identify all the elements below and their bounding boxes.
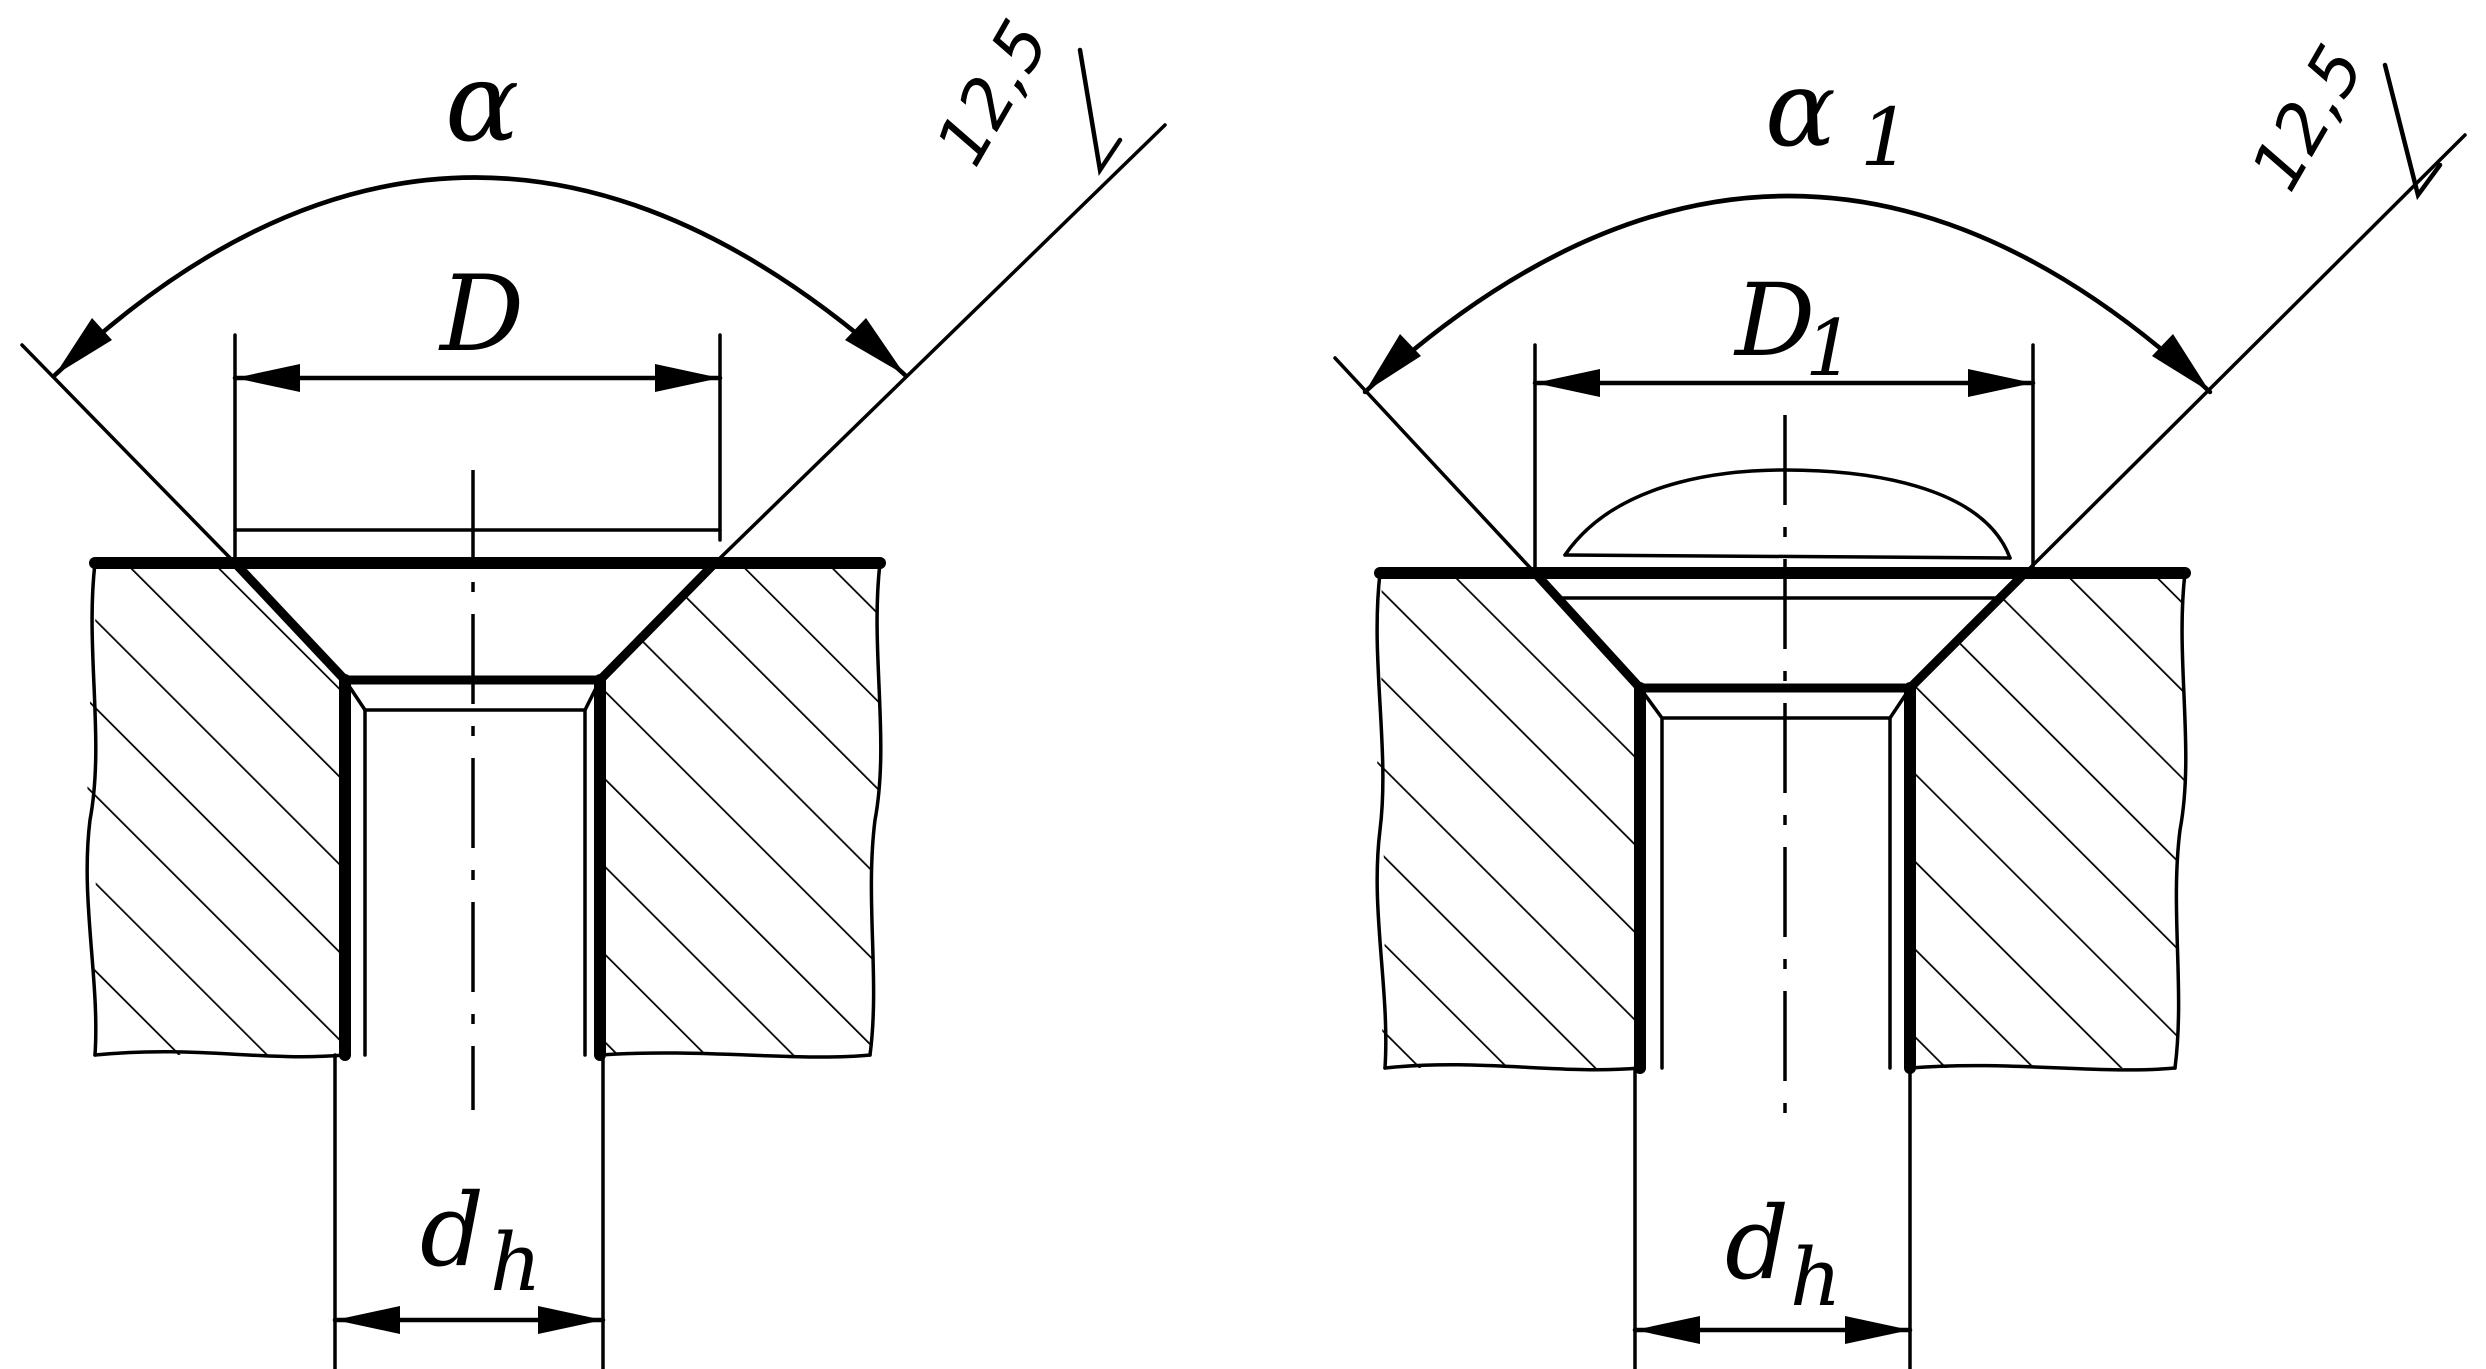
right-cone-extension-right — [2023, 133, 2467, 575]
left-alpha-label: α — [445, 38, 519, 166]
left-break-line-right — [868, 561, 883, 1057]
right-cone-extension-left — [1333, 356, 1537, 575]
left-roughness-symbol — [1077, 47, 1123, 176]
left-dh-arrow-right — [538, 1306, 603, 1334]
left-cone-extension-right — [713, 123, 1167, 565]
right-countersink-cone — [1530, 568, 2030, 693]
right-d1-arrow-left — [1535, 369, 1600, 397]
right-alpha1-arrow-right — [2152, 334, 2210, 392]
left-dh-arrow-left — [335, 1306, 400, 1334]
right-d1-label-sub: 1 — [1805, 304, 1855, 394]
right-alpha1-label-sub: 1 — [1860, 91, 1911, 184]
right-hatched-section-right — [1910, 573, 2186, 1068]
left-hole-chamfer — [363, 708, 587, 1057]
right-break-line-right — [2173, 571, 2188, 1070]
right-hole-chamfer — [1660, 716, 1892, 1070]
left-chamfer-line-left — [343, 678, 367, 712]
left-bottom-break-line — [93, 1050, 872, 1059]
right-dh-arrow-left — [1635, 1316, 1700, 1344]
right-hatched-section-left — [1377, 573, 1640, 1068]
right-bottom-break-line — [1383, 1063, 2177, 1072]
left-countersink-view: α D d h 12,5 — [20, 8, 1167, 1369]
left-dh-label-main: d — [420, 1172, 484, 1289]
left-chamfer-line-right — [583, 678, 602, 712]
left-d-arrow-left — [235, 364, 300, 392]
right-dh-label-sub: h — [1790, 1231, 1842, 1324]
right-roughness-value: 12,5 — [2236, 33, 2380, 204]
right-dh-label-main: d — [1725, 1185, 1789, 1302]
left-roughness-value: 12,5 — [921, 8, 1065, 179]
left-alpha-arc — [52, 175, 908, 378]
right-domed-head — [1563, 468, 2012, 560]
right-alpha1-arrow-left — [1365, 334, 1421, 392]
left-d-label: D — [438, 253, 524, 375]
right-head-base-line — [1563, 553, 2012, 560]
right-d1-label-main: D — [1733, 262, 1815, 379]
right-alpha1-arc — [1362, 193, 2213, 395]
left-alpha-arrow-right — [845, 318, 905, 375]
left-break-line-left — [85, 561, 98, 1057]
left-d-arrow-right — [655, 364, 720, 392]
right-roughness-symbol — [2382, 62, 2443, 201]
right-alpha1-label-main: α — [1765, 48, 1836, 170]
left-alpha-arrow-left — [55, 318, 112, 375]
right-countersink-view: α 1 D 1 d h 12,5 — [1333, 33, 2467, 1369]
left-hatched-section-left — [87, 563, 345, 1055]
right-break-line-left — [1375, 571, 1388, 1070]
right-d1-arrow-right — [1968, 369, 2033, 397]
right-chamfer-line-left — [1638, 686, 1664, 720]
left-hatched-section-right — [600, 563, 881, 1055]
right-chamfer-line-right — [1888, 686, 1912, 720]
left-cone-extension-left — [20, 343, 237, 565]
right-dh-arrow-right — [1845, 1316, 1910, 1344]
left-dh-label-sub: h — [490, 1216, 542, 1309]
